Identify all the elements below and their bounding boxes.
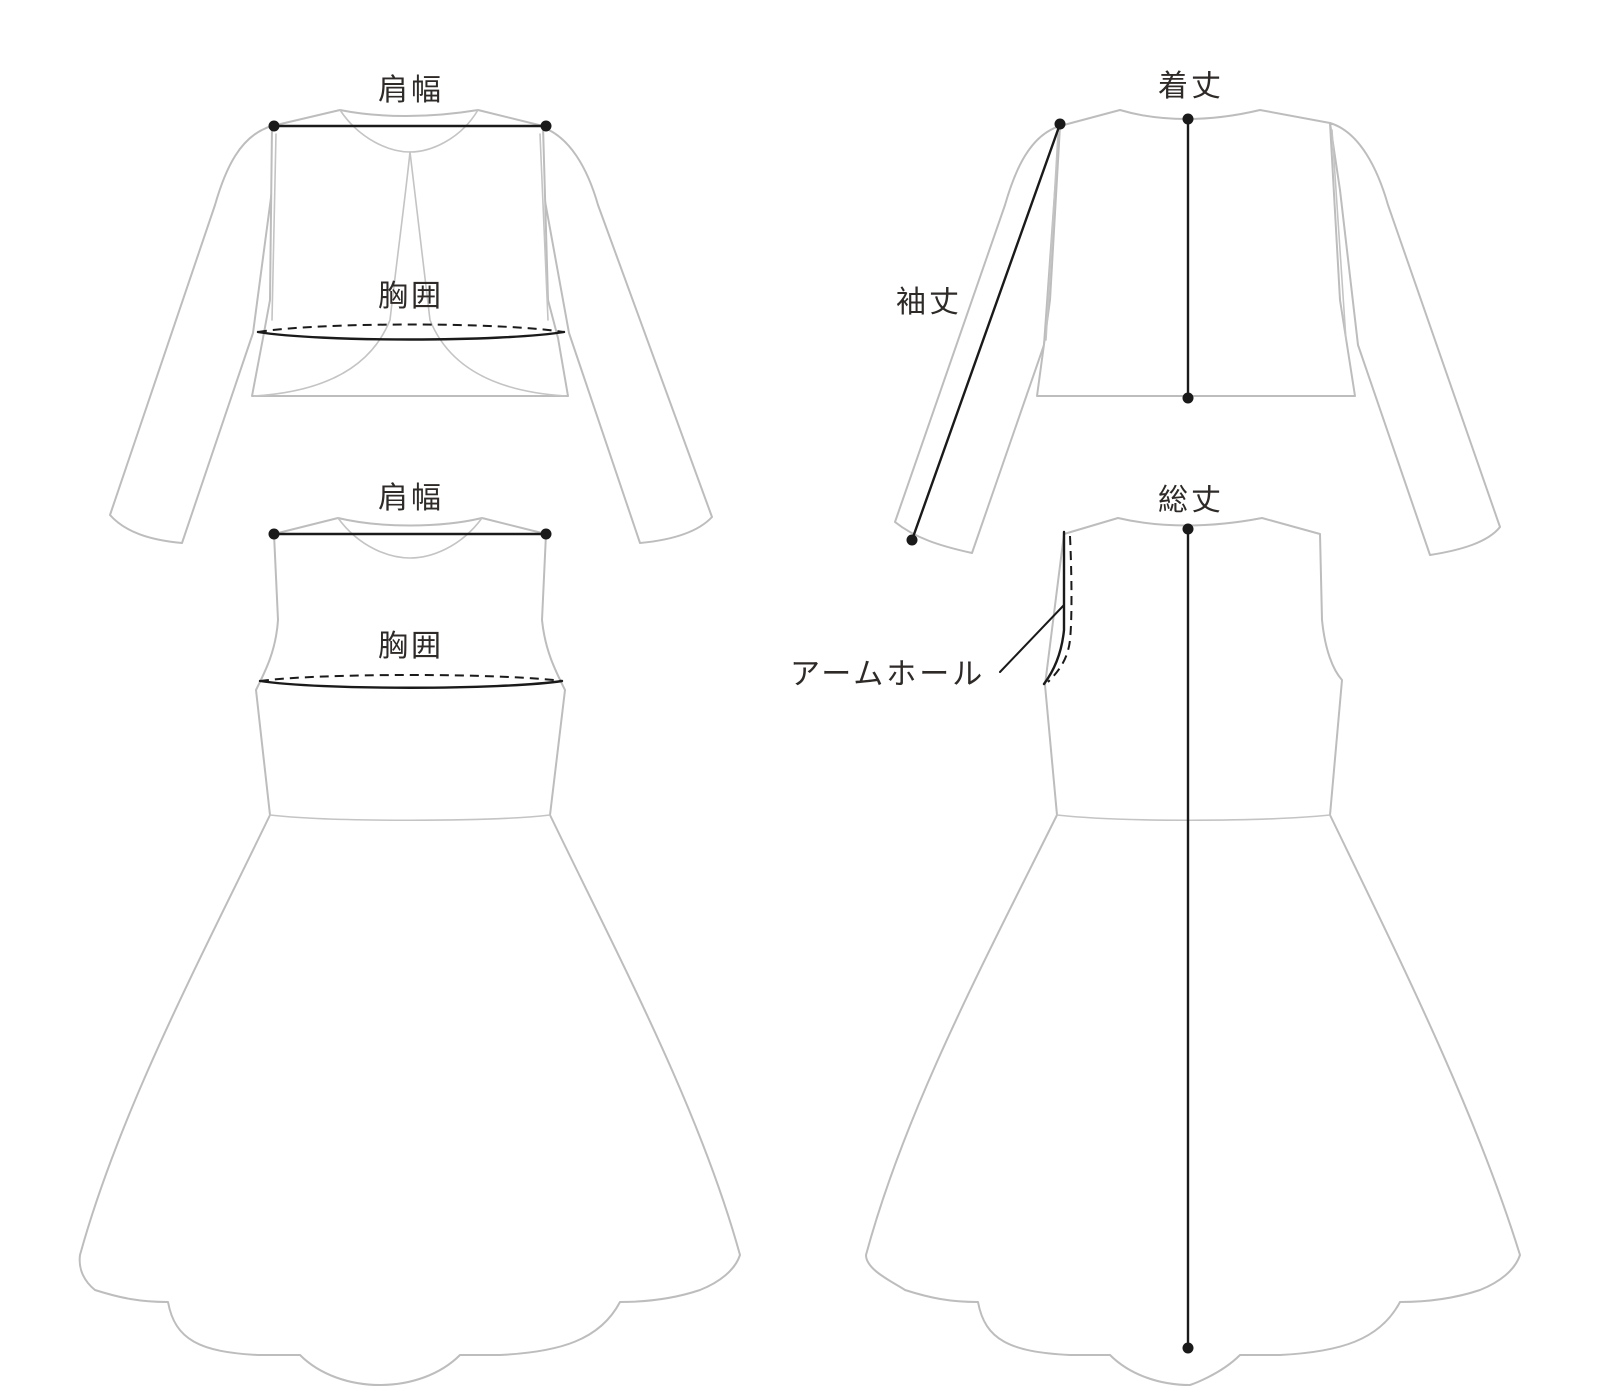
label-dress-bust: 胸囲: [378, 629, 444, 664]
bolero-back-left-sleeve: [894, 125, 1061, 554]
bolero-front-body: [251, 109, 569, 397]
label-bolero-bust: 胸囲: [378, 279, 444, 314]
label-bolero-length: 着丈: [1158, 69, 1224, 104]
label-bolero-shoulder-width: 肩幅: [378, 73, 444, 108]
label-dress-shoulder-width: 肩幅: [378, 481, 444, 516]
dress-front-outline: [78, 517, 741, 1386]
bolero-back: [894, 109, 1501, 556]
bolero-front: [109, 109, 713, 544]
dress-back-outline: [865, 517, 1521, 1386]
dress-front: [78, 517, 741, 1386]
bolero-back-right-sleeve: [1329, 122, 1501, 556]
label-bolero-sleeve-length: 袖丈: [896, 285, 962, 320]
bolero-front-left-sleeve: [109, 125, 273, 544]
label-dress-total-length: 総丈: [1158, 483, 1224, 518]
dress-back: [865, 517, 1521, 1386]
bolero-front-right-sleeve: [538, 125, 713, 544]
label-dress-armhole: アームホール: [790, 657, 986, 692]
bolero-back-body: [1036, 109, 1356, 397]
